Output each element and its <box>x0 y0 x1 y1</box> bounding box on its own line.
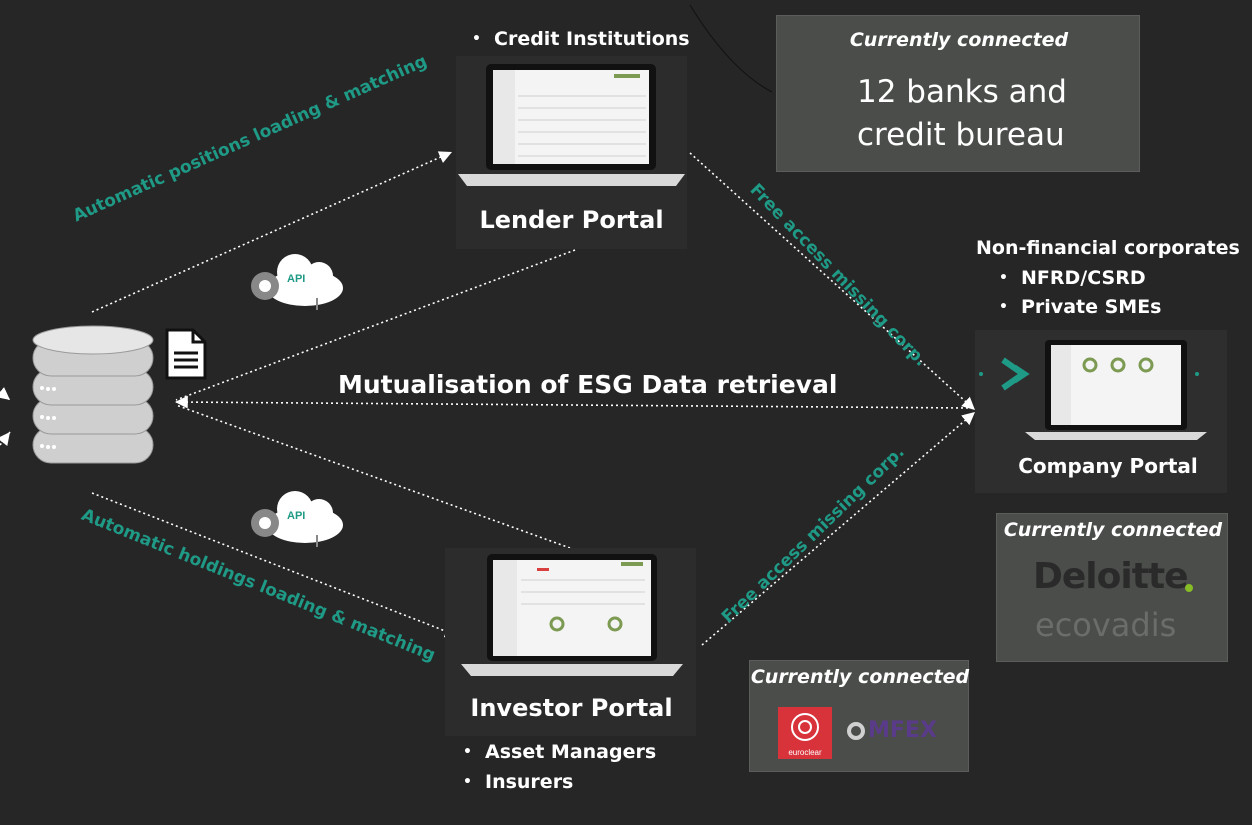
company-connected-box: Currently connected Deloitte ecovadis <box>996 513 1228 662</box>
connected-count-text: 12 banks and credit bureau <box>857 74 1067 153</box>
mfex-label: MFEX <box>868 718 937 743</box>
api-cloud-icon-top: API <box>247 248 347 310</box>
deloitte-logo: Deloitte <box>1033 556 1189 597</box>
ecovadis-logo: ecovadis <box>1035 606 1177 644</box>
left-edge-line-2 <box>0 431 11 447</box>
positions-flow-line <box>91 151 453 313</box>
connected-title: Currently connected <box>750 666 970 688</box>
company-bullets: NFRD/CSRD Private SMEs <box>995 264 1161 322</box>
company-heading: Non-financial corporates <box>976 237 1240 259</box>
investor-to-db-line <box>175 404 571 549</box>
api-label: API <box>287 273 306 285</box>
euroclear-label: euroclear <box>788 748 822 757</box>
mutualisation-label: Mutualisation of ESG Data retrieval <box>338 370 838 399</box>
document-icon <box>164 327 208 386</box>
euroclear-logo: euroclear <box>778 707 832 759</box>
deloitte-dot-icon <box>1185 584 1193 592</box>
lender-to-company-line <box>689 152 976 411</box>
bullet-item: NFRD/CSRD <box>995 264 1161 293</box>
investor-connected-box: Currently connected euroclear MFEX <box>749 660 969 772</box>
bullet-item: Credit Institutions <box>468 25 690 54</box>
investor-portal-title: Investor Portal <box>470 694 673 722</box>
holdings-flow-line <box>91 492 459 638</box>
bullet-item: Insurers <box>459 767 656 797</box>
investor-portal-card[interactable]: Investor Portal <box>445 548 696 736</box>
laptop-icon <box>461 554 683 676</box>
bullet-item: Asset Managers <box>459 737 656 767</box>
lender-portal-title: Lender Portal <box>479 206 664 234</box>
lender-bullets: Credit Institutions <box>468 25 690 54</box>
mfex-symbol-icon <box>847 721 865 740</box>
mfex-logo: MFEX <box>846 718 937 743</box>
connected-title: Currently connected <box>1003 519 1223 541</box>
company-portal-card[interactable]: Company Portal <box>975 330 1227 493</box>
bullet-item: Private SMEs <box>995 293 1161 322</box>
euroclear-swirl-icon <box>791 713 819 741</box>
lender-connected-box: Currently connected 12 banks and credit … <box>776 15 1140 172</box>
top-curve-line <box>689 4 773 93</box>
connected-title: Currently connected <box>849 29 1069 51</box>
database-icon <box>30 322 160 477</box>
lender-portal-card[interactable]: Lender Portal <box>456 56 687 249</box>
company-portal-title: Company Portal <box>1018 454 1198 478</box>
laptop-icon <box>458 64 685 186</box>
mutualisation-line <box>174 395 969 409</box>
investor-bullets: Asset Managers Insurers <box>459 737 656 797</box>
api-label: API <box>287 510 306 522</box>
left-edge-line-1 <box>0 387 11 401</box>
lender-to-db-line <box>175 249 576 401</box>
api-cloud-icon-bottom: API <box>247 485 347 547</box>
laptop-icon <box>979 340 1207 440</box>
